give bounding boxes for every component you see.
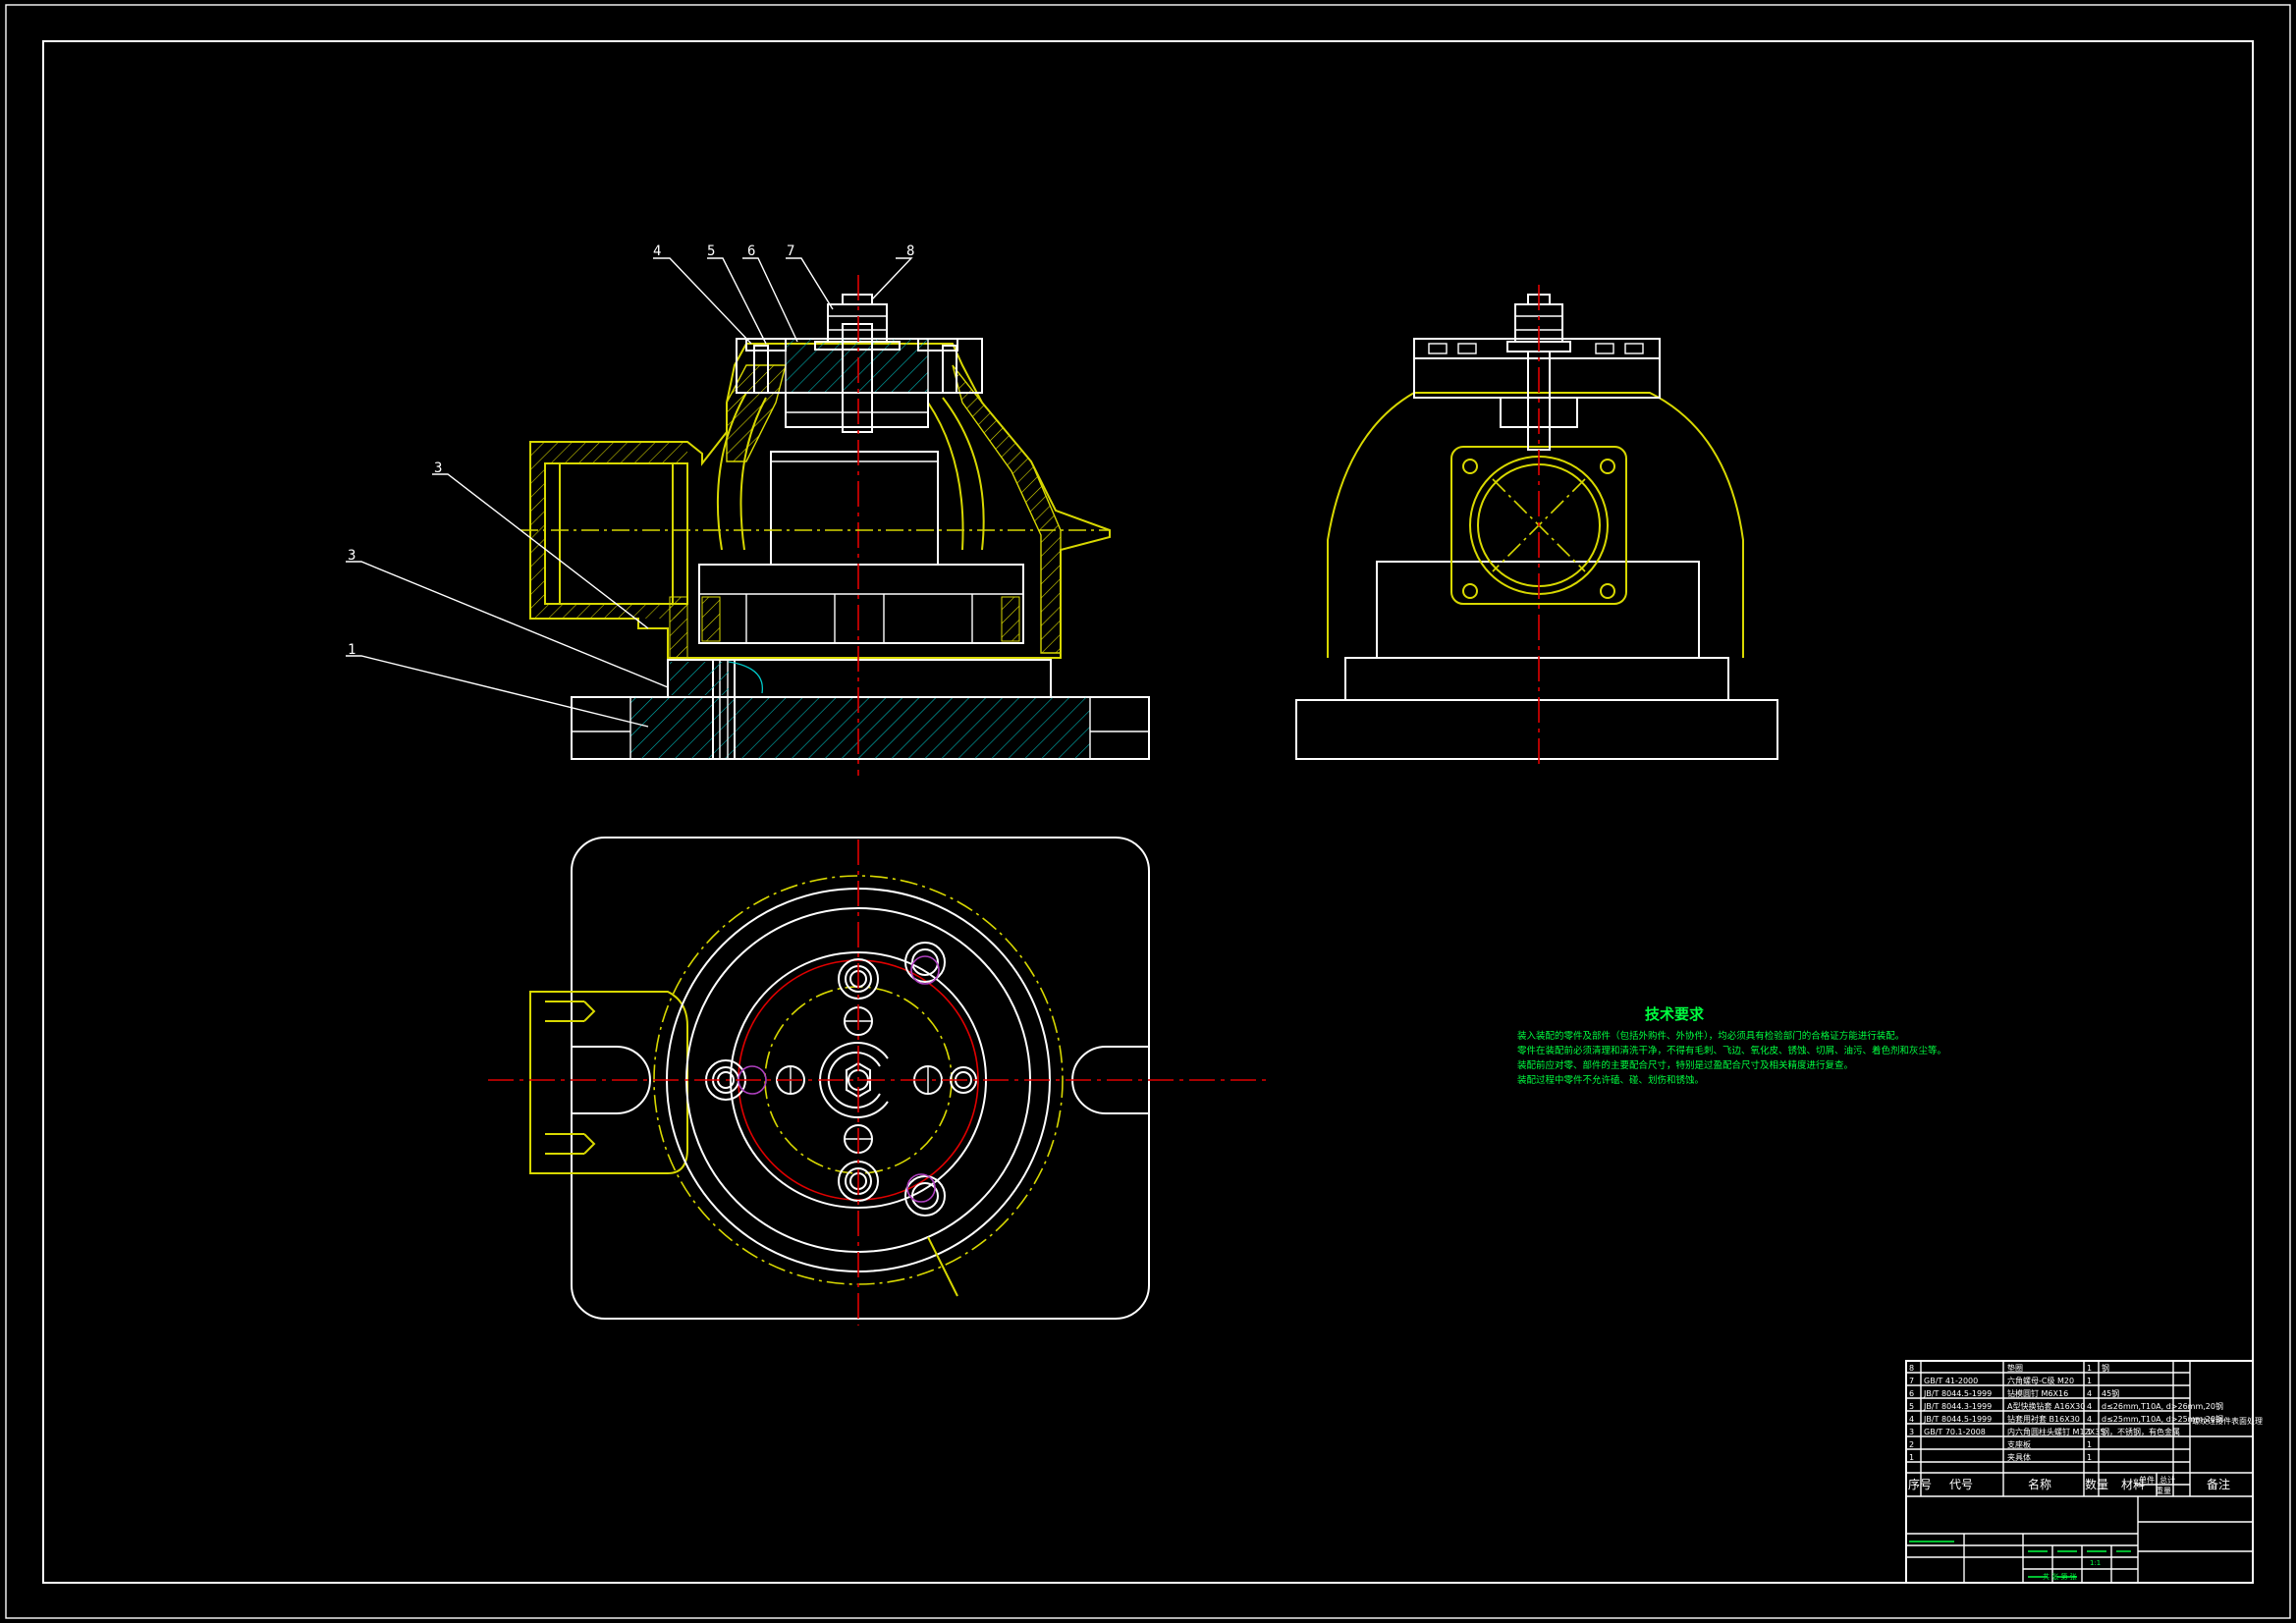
svg-text:钢: 钢 <box>2102 1363 2109 1373</box>
svg-text:支座板: 支座板 <box>2007 1439 2031 1449</box>
tech-req-line-4: 装配过程中零件不允许磕、碰、划伤和锈蚀。 <box>1517 1074 1704 1086</box>
svg-text:3: 3 <box>1909 1428 1914 1436</box>
svg-text:1: 1 <box>2087 1364 2092 1373</box>
svg-text:六角螺母-C级 M20: 六角螺母-C级 M20 <box>2007 1376 2074 1385</box>
svg-text:7: 7 <box>1909 1377 1914 1385</box>
svg-text:d≤26mm,T10A, d>26mm,20钢: d≤26mm,T10A, d>26mm,20钢 <box>2102 1401 2223 1411</box>
svg-text:45钢: 45钢 <box>2102 1388 2119 1398</box>
part-label-1: 1 <box>348 642 355 658</box>
svg-text:1: 1 <box>2087 1377 2092 1385</box>
svg-text:1: 1 <box>2087 1428 2092 1436</box>
svg-text:5: 5 <box>1909 1402 1914 1411</box>
svg-text:4: 4 <box>2087 1415 2092 1424</box>
svg-text:材料: 材料 <box>2121 1478 2145 1491</box>
top-view <box>488 837 1269 1325</box>
svg-text:1:1: 1:1 <box>2090 1559 2101 1567</box>
part-label-8: 8 <box>906 243 914 259</box>
svg-text:6: 6 <box>1909 1389 1914 1398</box>
leader-lines <box>346 257 913 728</box>
part-label-5: 5 <box>707 243 715 259</box>
svg-text:JB/T 8044.5-1999: JB/T 8044.5-1999 <box>1923 1415 1992 1424</box>
svg-text:垫圈: 垫圈 <box>2007 1363 2023 1373</box>
svg-text:A型快换钻套 A16X30: A型快换钻套 A16X30 <box>2007 1401 2085 1411</box>
bushing-holes <box>705 942 977 1217</box>
svg-text:4: 4 <box>2087 1389 2092 1398</box>
svg-text:共 张 第 张: 共 张 第 张 <box>2043 1572 2077 1581</box>
front-section-view: 4 5 6 7 8 3 3 1 <box>346 243 1150 776</box>
svg-text:钻套用衬套 B16X30: 钻套用衬套 B16X30 <box>2007 1414 2080 1424</box>
tech-req-line-3: 装配前应对零、部件的主要配合尺寸，特别是过盈配合尺寸及相关精度进行复查。 <box>1517 1059 1853 1071</box>
svg-text:4: 4 <box>2087 1402 2092 1411</box>
svg-text:1: 1 <box>1909 1453 1914 1462</box>
inner-frame <box>42 40 2254 1584</box>
svg-text:代号: 代号 <box>1949 1478 1973 1491</box>
svg-text:2: 2 <box>1909 1440 1914 1449</box>
part-label-7: 7 <box>787 243 794 259</box>
svg-text:内六角圆柱头螺钉 M12X35: 内六角圆柱头螺钉 M12X35 <box>2007 1427 2105 1436</box>
svg-text:夹具体: 夹具体 <box>2007 1452 2031 1462</box>
tech-req-line-1: 装入装配的零件及部件（包括外购件、外协件），均必须具有检验部门的合格证方能进行装… <box>1517 1030 1904 1042</box>
svg-text:序号: 序号 <box>1908 1477 1932 1491</box>
svg-text:JB/T 8044.5-1999: JB/T 8044.5-1999 <box>1923 1389 1992 1398</box>
tech-req-title: 技术要求 <box>1645 1005 1705 1023</box>
svg-text:总计: 总计 <box>2159 1475 2175 1485</box>
svg-text:8: 8 <box>1909 1364 1914 1373</box>
part-label-6: 6 <box>747 243 755 259</box>
svg-text:1: 1 <box>2087 1440 2092 1449</box>
part-label-2: 3 <box>348 548 355 564</box>
side-view <box>1295 285 1778 766</box>
svg-text:重量: 重量 <box>2156 1486 2171 1495</box>
svg-text:备注: 备注 <box>2207 1477 2230 1491</box>
svg-text:1: 1 <box>2087 1453 2092 1462</box>
part-label-3: 3 <box>434 460 442 476</box>
outer-frame <box>5 4 2291 1619</box>
svg-text:名称: 名称 <box>2028 1477 2051 1491</box>
svg-text:d≤25mm,T10A, d>25mm,20钢: d≤25mm,T10A, d>25mm,20钢 <box>2102 1414 2223 1424</box>
part-label-4: 4 <box>653 243 661 259</box>
svg-text:螺纹连接件表面处理: 螺纹连接件表面处理 <box>2192 1416 2263 1426</box>
tech-req-line-2: 零件在装配前必须清理和清洗干净，不得有毛刺、飞边、氧化皮、锈蚀、切屑、油污、着色… <box>1517 1045 1946 1056</box>
svg-text:GB/T 70.1-2008: GB/T 70.1-2008 <box>1924 1428 1986 1436</box>
svg-text:4: 4 <box>1909 1415 1914 1424</box>
svg-text:GB/T 41-2000: GB/T 41-2000 <box>1924 1377 1978 1385</box>
svg-text:JB/T 8044.3-1999: JB/T 8044.3-1999 <box>1923 1402 1992 1411</box>
svg-text:数量: 数量 <box>2085 1477 2108 1491</box>
svg-text:单件: 单件 <box>2139 1475 2155 1485</box>
technical-requirements: 技术要求 装入装配的零件及部件（包括外购件、外协件），均必须具有检验部门的合格证… <box>1517 1005 1946 1086</box>
title-block: 8 垫圈 1 钢 7 GB/T 41-2000 六角螺母-C级 M20 1 6 … <box>1905 1360 2263 1584</box>
svg-text:钻模圆钉 M6X16: 钻模圆钉 M6X16 <box>2007 1388 2068 1398</box>
svg-text:钢，不锈钢，有色金属: 钢，不锈钢，有色金属 <box>2102 1427 2180 1436</box>
